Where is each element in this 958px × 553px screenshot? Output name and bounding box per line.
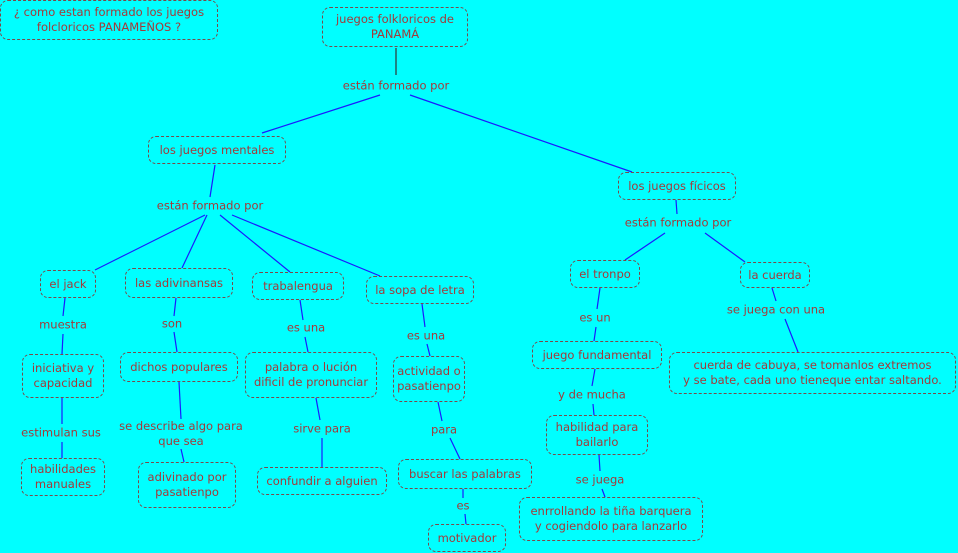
link-phrase[interactable]: es un bbox=[577, 310, 613, 326]
link-phrase[interactable]: están formado por bbox=[622, 215, 734, 231]
link-phrase[interactable]: muestra bbox=[37, 317, 89, 333]
concept-fundamental[interactable]: juego fundamental bbox=[532, 341, 662, 369]
link-phrase[interactable]: sirve para bbox=[291, 421, 353, 437]
link-phrase[interactable]: para bbox=[428, 422, 460, 438]
link-phrase[interactable]: y de mucha bbox=[556, 387, 628, 403]
concept-adivinansas[interactable]: las adivinansas bbox=[125, 268, 233, 298]
concept-buscar[interactable]: buscar las palabras bbox=[398, 459, 532, 489]
concept-tronpo[interactable]: el tronpo bbox=[570, 260, 640, 288]
concept-iniciativa[interactable]: iniciativa y capacidad bbox=[22, 354, 104, 398]
concept-dichos[interactable]: dichos populares bbox=[120, 352, 238, 382]
concept-enrrollando[interactable]: enrrollando la tiña barquera y cogiendol… bbox=[519, 497, 703, 541]
link-phrase[interactable]: están formado por bbox=[154, 198, 266, 214]
link-phrase[interactable]: es bbox=[454, 498, 472, 514]
link-phrase[interactable]: se juega bbox=[573, 472, 627, 488]
concept-trabalengua[interactable]: trabalengua bbox=[252, 272, 344, 300]
concept-ficicos[interactable]: los juegos fícicos bbox=[618, 172, 736, 200]
concept-cuerda[interactable]: la cuerda bbox=[740, 262, 810, 288]
concept-mentales[interactable]: los juegos mentales bbox=[148, 136, 286, 164]
concept-actividad[interactable]: actividad o pasatienpo bbox=[393, 356, 465, 402]
concept-adivinado[interactable]: adivinado por pasatienpo bbox=[138, 462, 236, 508]
concept-sopa[interactable]: la sopa de letra bbox=[366, 276, 474, 304]
link-phrase[interactable]: estimulan sus bbox=[19, 425, 103, 441]
concept-jack[interactable]: el jack bbox=[40, 270, 96, 298]
link-phrase[interactable]: están formado por bbox=[340, 78, 452, 94]
concept-habilidad[interactable]: habilidad para bailarlo bbox=[546, 415, 648, 455]
concept-root[interactable]: juegos folkloricos de PANAMÁ bbox=[322, 7, 468, 47]
link-phrase[interactable]: se describe algo para que sea bbox=[117, 419, 245, 449]
concept-motivador[interactable]: motivador bbox=[428, 524, 506, 552]
concept-cabuya[interactable]: cuerda de cabuya, se tomanlos extremos y… bbox=[669, 352, 956, 394]
link-phrase[interactable]: es una bbox=[284, 320, 328, 336]
link-phrase[interactable]: se juega con una bbox=[724, 302, 828, 318]
focus-question[interactable]: ¿ como estan formado los juegos folclori… bbox=[0, 0, 218, 40]
concept-palabra[interactable]: palabra o lución dificil de pronunciar bbox=[245, 352, 377, 398]
link-phrase[interactable]: es una bbox=[404, 328, 448, 344]
link-phrase[interactable]: son bbox=[159, 316, 185, 332]
concept-confundir[interactable]: confundir a alguien bbox=[257, 467, 387, 495]
concept-habilidades[interactable]: habilidades manuales bbox=[21, 458, 105, 496]
